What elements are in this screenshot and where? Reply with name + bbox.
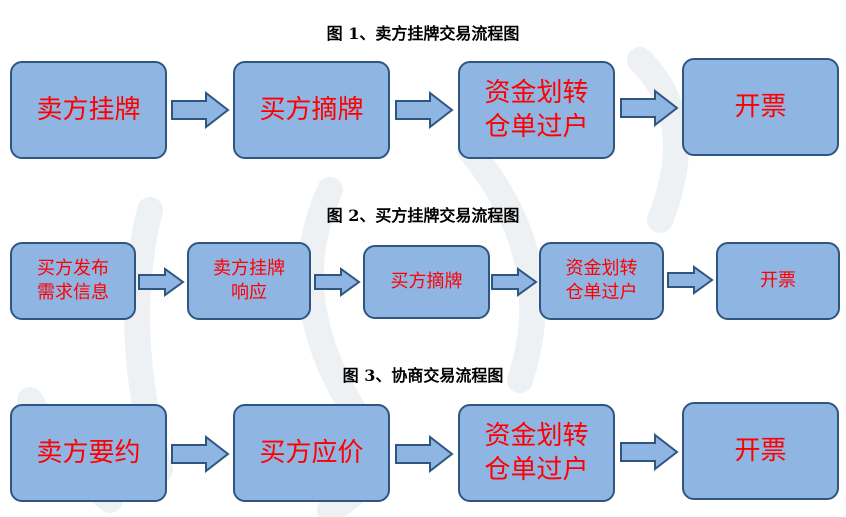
- diagram-1-title: 图 1、卖方挂牌交易流程图: [326, 24, 520, 43]
- right-arrow-icon: [395, 91, 454, 129]
- d2-step-5: 开票: [716, 242, 840, 320]
- d2-step-3: 买方摘牌: [363, 245, 490, 319]
- d3-step-2: 买方应价: [233, 404, 390, 502]
- right-arrow-icon: [171, 435, 230, 473]
- d1-step-3: 资金划转 仓单过户: [458, 61, 615, 159]
- right-arrow-icon: [171, 91, 230, 129]
- right-arrow-icon: [395, 435, 454, 473]
- right-arrow-icon: [620, 433, 679, 471]
- right-arrow-icon: [138, 267, 185, 297]
- d2-step-4: 资金划转 仓单过户: [539, 242, 664, 320]
- diagram-2-title: 图 2、买方挂牌交易流程图: [326, 206, 520, 225]
- d3-step-3: 资金划转 仓单过户: [458, 404, 615, 502]
- d1-step-2: 买方摘牌: [233, 61, 390, 159]
- d3-step-1: 卖方要约: [10, 404, 167, 502]
- d2-step-2: 卖方挂牌 响应: [187, 242, 311, 320]
- d3-step-4: 开票: [682, 402, 839, 500]
- right-arrow-icon: [620, 89, 679, 127]
- right-arrow-icon: [314, 267, 361, 297]
- d1-step-4: 开票: [682, 58, 839, 156]
- right-arrow-icon: [491, 267, 538, 297]
- diagram-3-title: 图 3、协商交易流程图: [342, 366, 504, 385]
- right-arrow-icon: [667, 265, 714, 295]
- d1-step-1: 卖方挂牌: [10, 61, 167, 159]
- d2-step-1: 买方发布 需求信息: [10, 242, 136, 320]
